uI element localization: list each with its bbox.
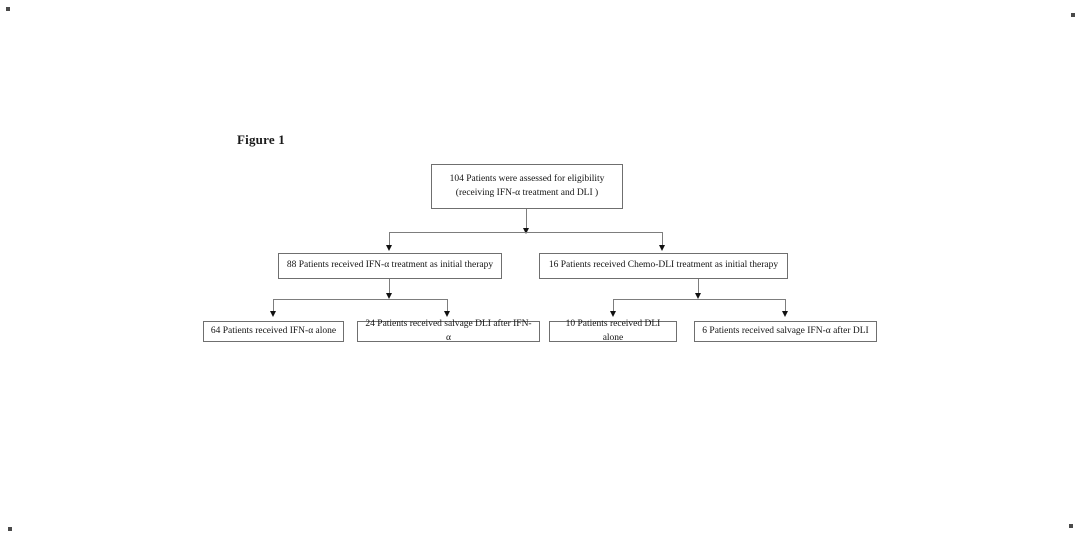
flow-node-ifn-alone: 64 Patients received IFN-α alone	[203, 321, 344, 342]
flow-node-eligibility-line1: 104 Patients were assessed for eligibili…	[449, 173, 605, 184]
arrowhead-ifn-down	[386, 293, 392, 299]
arrowhead-root-down	[523, 228, 529, 234]
connector-ifn-alone	[273, 299, 274, 313]
connector-level2-right-bar	[613, 299, 785, 300]
connector-level2-left-bar	[273, 299, 447, 300]
connector-salvage-ifn	[785, 299, 786, 313]
arrowhead-level1-right	[659, 245, 665, 251]
arrowhead-chemodli-down	[695, 293, 701, 299]
flow-node-eligibility-line2: (receiving IFN-α treatment and DLI )	[455, 187, 599, 198]
flow-node-ifn-initial-label: 88 Patients received IFN-α treatment as …	[286, 260, 494, 271]
connector-level1-bar	[389, 232, 663, 233]
connector-dli-alone	[613, 299, 614, 313]
connector-ifn-down	[389, 279, 390, 296]
flow-node-salvage-dli-after-ifn-label: 24 Patients received salvage DLI after I…	[365, 318, 532, 343]
connector-chemodli-down	[698, 279, 699, 296]
arrowhead-salvage-dli	[444, 311, 450, 317]
flow-node-chemo-dli-initial: 16 Patients received Chemo-DLI treatment…	[539, 253, 788, 279]
flow-node-salvage-dli-after-ifn: 24 Patients received salvage DLI after I…	[357, 319, 540, 343]
connector-salvage-dli	[447, 299, 448, 313]
flow-node-salvage-ifn-after-dli-label: 6 Patients received salvage IFN-α after …	[702, 325, 869, 336]
crop-mark-top-right	[1071, 13, 1075, 17]
flow-node-ifn-alone-label: 64 Patients received IFN-α alone	[210, 325, 337, 336]
flow-node-ifn-initial: 88 Patients received IFN-α treatment as …	[278, 253, 502, 279]
flow-node-salvage-ifn-after-dli: 6 Patients received salvage IFN-α after …	[694, 321, 877, 342]
arrowhead-dli-alone	[610, 311, 616, 317]
flow-node-eligibility: 104 Patients were assessed for eligibili…	[431, 164, 623, 209]
arrowhead-salvage-ifn	[782, 311, 788, 317]
arrowhead-level1-left	[386, 245, 392, 251]
connector-level1-left	[389, 232, 390, 247]
connector-level1-right	[662, 232, 663, 247]
crop-mark-bottom-right	[1069, 524, 1073, 528]
flow-node-dli-alone-label: 10 Patients received DLI alone	[565, 318, 661, 343]
connector-root-down	[526, 209, 527, 231]
figure-label: Figure 1	[237, 132, 285, 147]
flow-node-chemo-dli-initial-label: 16 Patients received Chemo-DLI treatment…	[548, 260, 779, 271]
crop-mark-top-left	[6, 7, 10, 11]
arrowhead-ifn-alone	[270, 311, 276, 317]
crop-mark-bottom-left	[8, 527, 12, 531]
flow-node-dli-alone: 10 Patients received DLI alone	[549, 319, 677, 343]
